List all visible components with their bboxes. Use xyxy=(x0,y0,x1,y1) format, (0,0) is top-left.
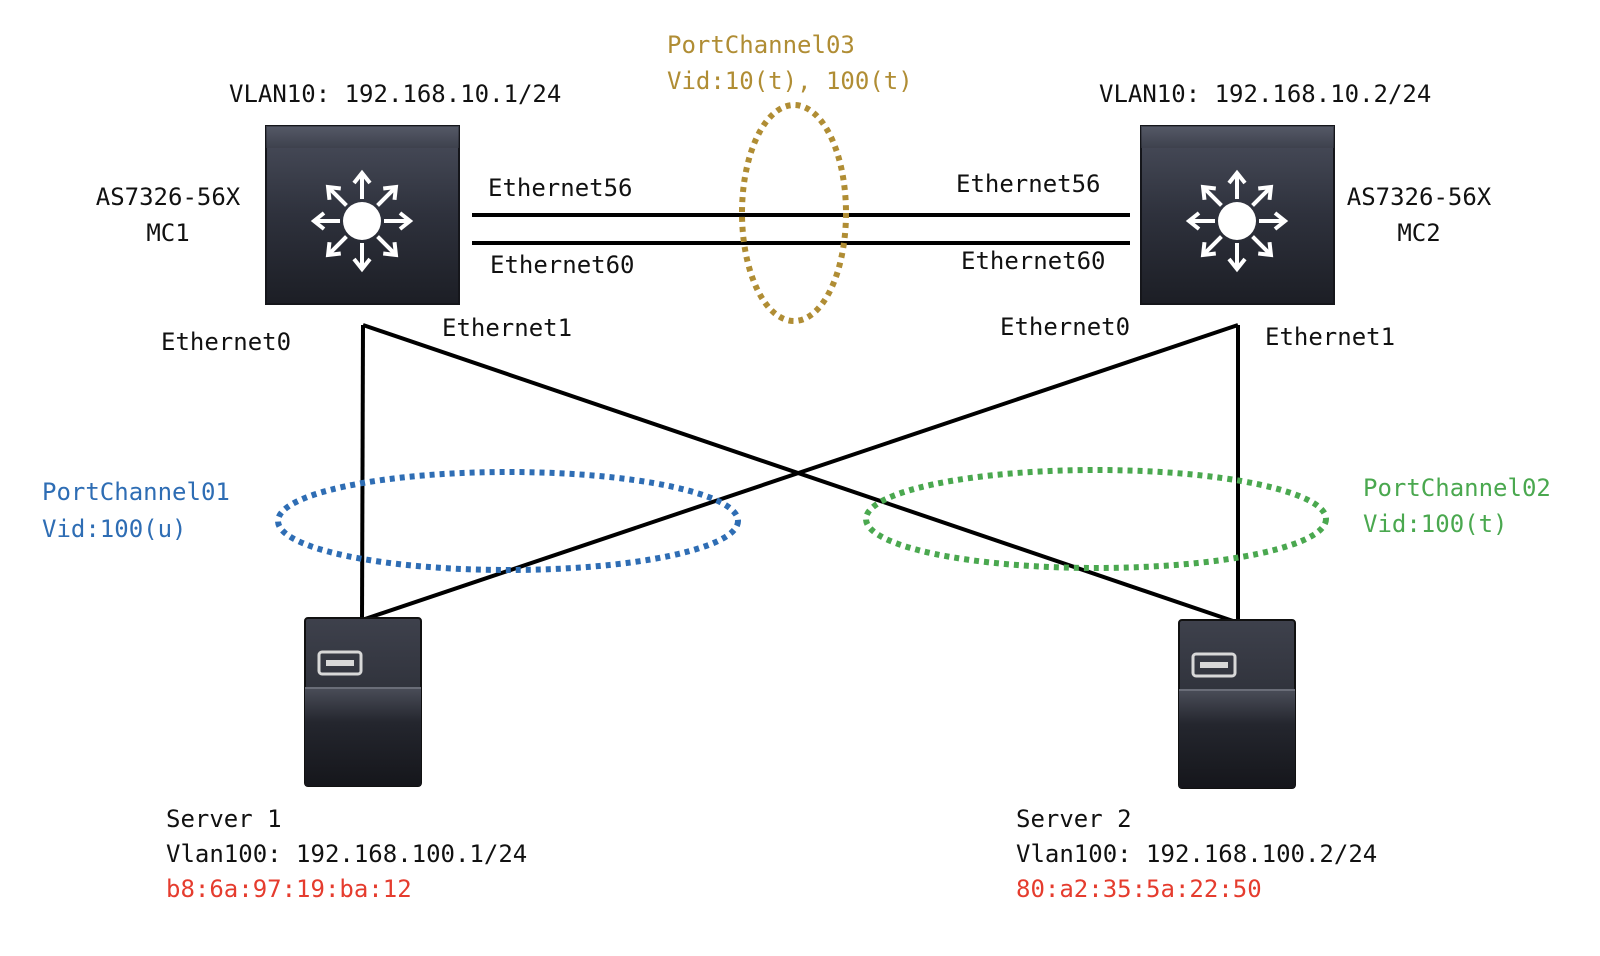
mc2-ethernet56-label: Ethernet56 xyxy=(956,170,1101,198)
mc2-model: AS7326-56X xyxy=(1347,183,1492,211)
portchannel03-ellipse xyxy=(739,102,849,324)
portchannel01-vid: Vid:100(u) xyxy=(42,515,187,543)
portchannel01-name: PortChannel01 xyxy=(42,478,230,506)
server-2-device xyxy=(1178,619,1296,789)
server-1-device xyxy=(304,617,422,787)
mc1-ethernet1-label: Ethernet1 xyxy=(442,314,572,342)
server-icon xyxy=(1191,652,1237,678)
server-icon xyxy=(317,650,363,676)
mc1-ethernet0-label: Ethernet0 xyxy=(161,328,291,356)
mc2-vlan: VLAN10: 192.168.10.2/24 xyxy=(1099,80,1431,108)
mc1-name: MC1 xyxy=(146,219,189,247)
portchannel03-name: PortChannel03 xyxy=(667,31,855,59)
portchannel02-ellipse xyxy=(863,467,1329,571)
mc2-ethernet60-label: Ethernet60 xyxy=(961,247,1106,275)
links xyxy=(360,213,1240,624)
labels: PortChannel03 Vid:10(t), 100(t) VLAN10: … xyxy=(42,31,1551,903)
mc2-ethernet1-label: Ethernet1 xyxy=(1265,323,1395,351)
mc1-ethernet60-label: Ethernet60 xyxy=(490,251,635,279)
portchannel02-name: PortChannel02 xyxy=(1363,474,1551,502)
switch-mc1 xyxy=(265,125,460,305)
switch-mc2 xyxy=(1140,125,1335,305)
server-1-mac: b8:6a:97:19:ba:12 xyxy=(166,875,412,903)
mc2-name: MC2 xyxy=(1397,219,1440,247)
server-2-vlan: Vlan100: 192.168.100.2/24 xyxy=(1016,840,1377,868)
server-2-mac: 80:a2:35:5a:22:50 xyxy=(1016,875,1262,903)
server-2-name: Server 2 xyxy=(1016,805,1132,833)
mc1-ethernet56-label: Ethernet56 xyxy=(488,174,633,202)
portchannel03-vid: Vid:10(t), 100(t) xyxy=(667,67,913,95)
server-1-name: Server 1 xyxy=(166,805,282,833)
mc1-vlan: VLAN10: 192.168.10.1/24 xyxy=(229,80,561,108)
mc1-model: AS7326-56X xyxy=(96,183,241,211)
link-mc1-eth0-server1 xyxy=(360,324,365,621)
server-1-vlan: Vlan100: 192.168.100.1/24 xyxy=(166,840,527,868)
router-icon xyxy=(312,171,412,271)
router-icon xyxy=(1187,171,1287,271)
portchannel01-ellipse xyxy=(275,469,741,573)
portchannel02-vid: Vid:100(t) xyxy=(1363,510,1508,538)
mc2-ethernet0-label: Ethernet0 xyxy=(1000,313,1130,341)
